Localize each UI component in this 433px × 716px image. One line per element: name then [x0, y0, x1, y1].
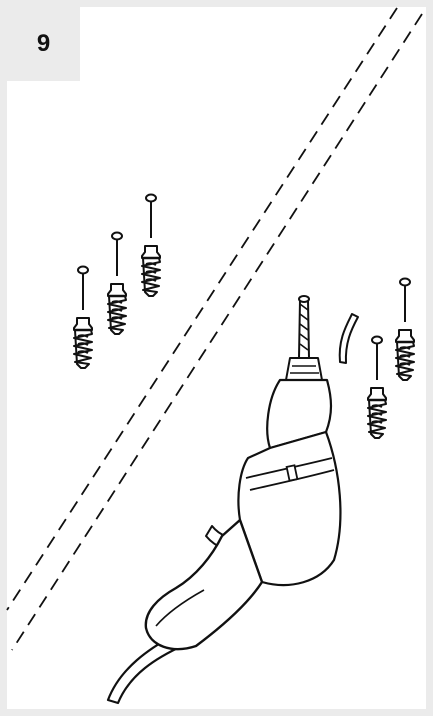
screw-head-icon [111, 231, 123, 277]
wall-plug-icon [366, 386, 388, 440]
screw-head-icon [399, 277, 411, 323]
wall-plug-icon [106, 282, 128, 336]
wall-plug-icon [72, 316, 94, 370]
cable-piece [338, 313, 359, 364]
wall-plug-group-right [366, 277, 416, 440]
power-drill-icon [106, 295, 342, 705]
wall-plug-group-left [72, 193, 162, 370]
step-number: 9 [36, 30, 51, 57]
step-number-badge: 9 [7, 7, 80, 81]
wall-plug-icon [140, 244, 162, 298]
screw-head-icon [371, 335, 383, 381]
wall-plug-icon [394, 328, 416, 382]
dashed-wall-guide-lines [6, 7, 423, 651]
screw-head-icon [77, 265, 89, 311]
screw-head-icon [145, 193, 157, 239]
